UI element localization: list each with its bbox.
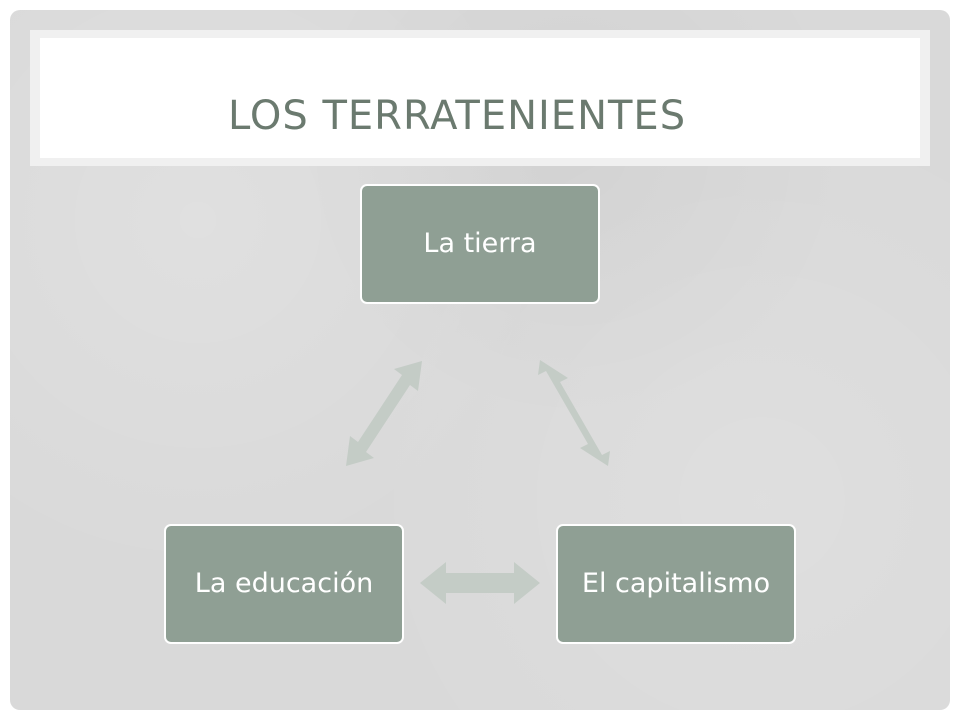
arrow-right-left	[420, 562, 540, 604]
arrows-layer	[346, 360, 610, 604]
node-label: La tierra	[423, 228, 537, 260]
node-el-capitalismo: El capitalismo	[556, 524, 796, 644]
title-box: LOS TERRATENIENTES	[40, 38, 920, 158]
node-label: El capitalismo	[581, 568, 771, 600]
slide-title: LOS TERRATENIENTES	[228, 93, 687, 139]
node-label: La educación	[194, 568, 374, 600]
arrow-top-right	[538, 360, 610, 466]
node-la-educacion: La educación	[164, 524, 404, 644]
arrow-left-top	[346, 361, 422, 466]
node-la-tierra: La tierra	[360, 184, 600, 304]
cycle-diagram: La tierra El capitalismo La educación	[10, 10, 950, 710]
title-frame: LOS TERRATENIENTES	[30, 30, 930, 166]
slide: LOS TERRATENIENTES La tierra El capitali…	[10, 10, 950, 710]
